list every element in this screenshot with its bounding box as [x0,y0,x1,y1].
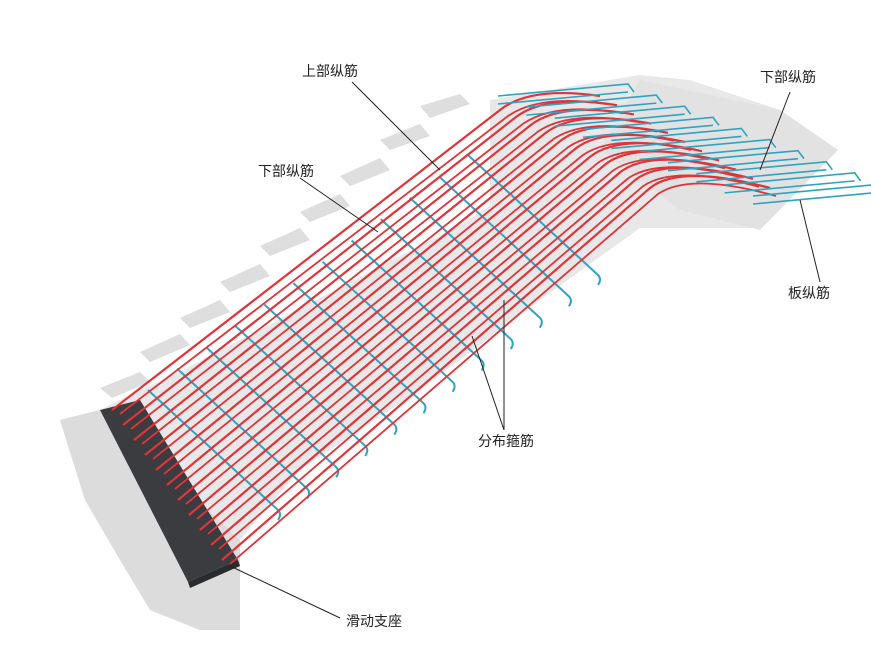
leader-stirrup-1 [471,335,505,431]
slab-longitudinal-bars [497,83,871,205]
slab-longitudinal-bar [639,138,777,161]
leader-bottom-left [299,177,379,233]
distribution-stirrup [409,196,543,329]
leader-lines [229,81,821,619]
sliding-support [100,400,240,588]
slab-longitudinal-bar [667,149,805,172]
label-top-longitudinal: 上部纵筋 [302,63,358,80]
top-longitudinal-bar [199,158,737,531]
slab-longitudinal-bar [526,94,663,116]
distribution-stirrup [292,282,427,414]
slab-longitudinal-bar [724,172,862,194]
leader-slab [799,199,821,283]
slab-longitudinal-bar [611,127,748,150]
distribution-stirrup [321,261,456,393]
label-slab-longitudinal: 板纵筋 [788,285,830,302]
slab-longitudinal-bar [582,116,720,139]
distribution-stirrup [438,175,572,307]
top-longitudinal-bar [111,91,601,411]
slab-longitudinal-bar [696,160,833,183]
top-longitudinal-bar [144,117,652,456]
slab-longitudinal-bar [752,184,871,205]
slab-longitudinal-bar [554,105,692,128]
label-bottom-longitudinal-left: 下部纵筋 [258,163,314,180]
top-longitudinal-bar [166,133,686,486]
label-distribution-stirrup: 分布箍筋 [478,433,534,450]
slab-longitudinal-bar [497,83,635,105]
distribution-stirrup [350,239,485,372]
top-longitudinal-bar [210,166,754,546]
distribution-stirrup [263,303,398,436]
top-longitudinal-bars [111,91,777,565]
top-longitudinal-bar [122,100,618,426]
leader-top-longitudinal [351,81,441,171]
label-sliding-support: 滑动支座 [346,613,402,630]
distribution-stirrup [467,154,601,286]
leader-bottom-right-1 [759,91,791,171]
distribution-stirrup [380,218,514,350]
label-bottom-longitudinal-right: 下部纵筋 [760,69,816,86]
leader-support [229,565,341,619]
